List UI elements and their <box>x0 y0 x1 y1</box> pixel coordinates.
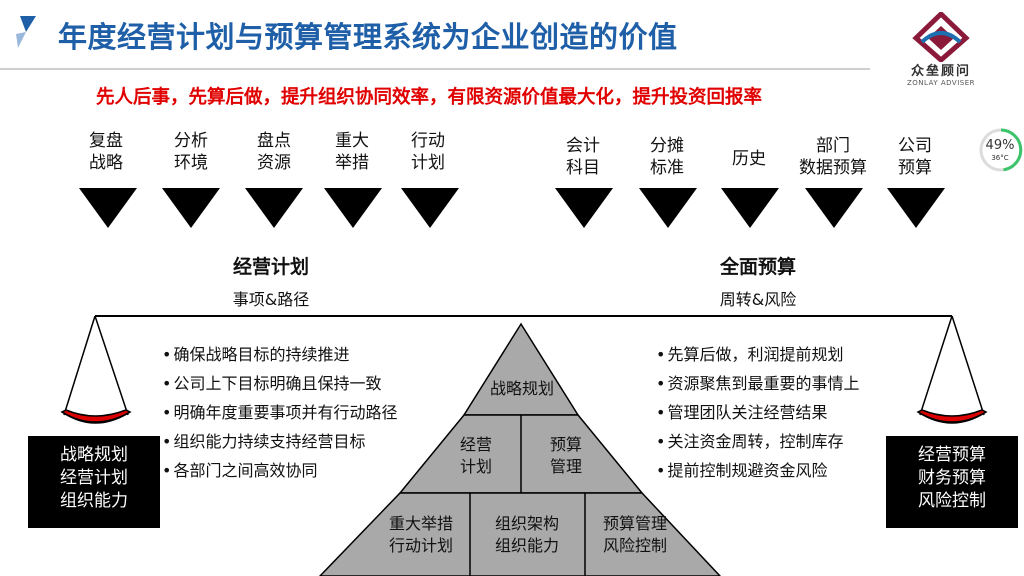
right-step-2: 分摊标准 <box>650 136 684 178</box>
left-step-1: 复盘战略 <box>89 131 123 173</box>
right-bullet-list: 先算后做，利润提前规划 资源聚焦到最重要的事情上 管理团队关注经营结果 关注资金… <box>656 340 859 485</box>
logo-icon <box>912 12 970 62</box>
down-arrow-icon <box>639 188 697 228</box>
left-scale-pan <box>60 409 132 423</box>
down-arrow-icon <box>79 188 137 228</box>
down-arrow-icon <box>401 188 459 228</box>
pyramid-top <box>462 322 580 416</box>
down-arrow-icon <box>721 188 779 228</box>
right-step-3: 历史 <box>732 149 766 169</box>
list-item: 公司上下目标明确且保持一致 <box>162 369 397 398</box>
title-divider <box>0 68 870 70</box>
pyramid-bottom-center-label: 组织架构组织能力 <box>494 514 559 555</box>
title-accent-icon <box>16 16 36 48</box>
page-title: 年度经营计划与预算管理系统为企业创造的价值 <box>58 20 678 54</box>
company-logo: 众垒顾问 ZONLAY ADVISER <box>895 12 987 108</box>
list-item: 资源聚焦到最重要的事情上 <box>656 369 859 398</box>
widget-temperature: 36°C <box>991 154 1009 162</box>
right-step-1: 会计科目 <box>566 136 600 178</box>
right-group-subtitle: 周转&风险 <box>719 290 797 309</box>
list-item: 明确年度重要事项并有行动路径 <box>162 398 397 427</box>
list-item: 组织能力持续支持经营目标 <box>162 427 397 456</box>
pyramid-bottom-right-label: 预算管理风险控制 <box>602 514 667 555</box>
down-arrow-icon <box>162 188 220 228</box>
pyramid-graphic <box>318 322 722 576</box>
list-item: 确保战略目标的持续推进 <box>162 340 397 369</box>
pyramid-bottom <box>318 492 722 576</box>
logo-subtitle: ZONLAY ADVISER <box>907 79 975 87</box>
left-group-title: 经营计划 <box>232 256 309 278</box>
down-arrow-icon <box>245 188 303 228</box>
down-arrow-icon <box>805 188 863 228</box>
left-bullet-list: 确保战略目标的持续推进 公司上下目标明确且保持一致 明确年度重要事项并有行动路径… <box>162 340 397 485</box>
pyramid-bottom-left-label: 重大举措行动计划 <box>388 514 453 555</box>
status-widget[interactable]: 49% 36°C <box>978 127 1024 173</box>
list-item: 管理团队关注经营结果 <box>656 398 859 427</box>
down-arrow-icon <box>555 188 613 228</box>
right-step-4: 部门数据预算 <box>799 136 867 178</box>
subtitle-slogan: 先人后事，先算后做，提升组织协同效率，有限资源价值最大化，提升投资回报率 <box>96 87 763 108</box>
list-item: 先算后做，利润提前规划 <box>656 340 859 369</box>
right-step-5: 公司预算 <box>898 136 932 178</box>
left-step-5: 行动计划 <box>411 131 445 173</box>
left-step-4: 重大举措 <box>335 131 369 173</box>
left-step-2: 分析环境 <box>174 131 208 173</box>
right-group-title: 全面预算 <box>719 256 796 278</box>
widget-percent: 49% <box>985 138 1015 153</box>
pyramid-middle-right-label: 预算管理 <box>549 435 582 476</box>
list-item: 关注资金周转，控制库存 <box>656 427 859 456</box>
right-scale-pan <box>916 409 988 423</box>
down-arrow-icon <box>887 188 945 228</box>
right-summary-box: 经营预算财务预算风险控制 <box>886 436 1018 528</box>
list-item: 提前控制规避资金风险 <box>656 456 859 485</box>
left-step-3: 盘点资源 <box>257 131 291 173</box>
pyramid-middle-left-label: 经营计划 <box>459 435 492 476</box>
pyramid-top-label: 战略规划 <box>489 379 554 398</box>
logo-name: 众垒顾问 <box>910 64 971 79</box>
left-summary-box: 战略规划经营计划组织能力 <box>28 436 160 528</box>
gauge-icon <box>979 128 1023 172</box>
list-item: 各部门之间高效协同 <box>162 456 397 485</box>
left-group-subtitle: 事项&路径 <box>232 290 310 309</box>
down-arrow-icon <box>324 188 382 228</box>
